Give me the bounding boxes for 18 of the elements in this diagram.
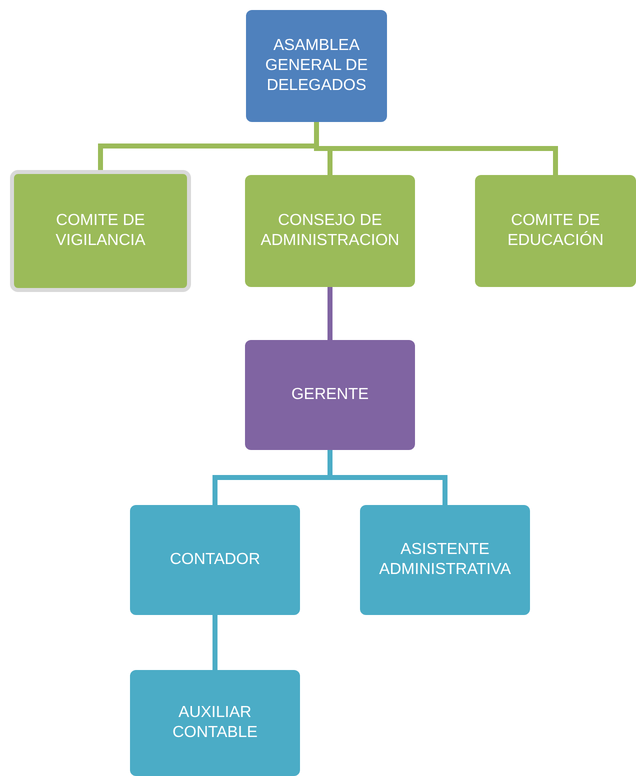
org-box xyxy=(245,175,415,287)
org-box xyxy=(245,340,415,450)
connector-line xyxy=(212,615,218,670)
box-label: ASISTENTE ADMINISTRATIVA xyxy=(378,540,512,580)
org-box xyxy=(360,505,530,615)
box-label: COMITE DE EDUCACIÓN xyxy=(506,211,604,251)
org-box xyxy=(10,170,191,292)
org-box xyxy=(475,175,636,287)
org-box xyxy=(130,505,300,615)
box-label: COMITE DE VIGILANCIA xyxy=(54,211,146,251)
org-box xyxy=(130,670,300,776)
box-label: GERENTE xyxy=(291,385,369,405)
box-label: AUXILIAR CONTABLE xyxy=(171,703,259,743)
box-label: ASAMBLEA GENERAL DE DELEGADOS xyxy=(264,36,369,96)
connector-line xyxy=(328,287,332,340)
org-box xyxy=(246,10,387,122)
box-label: CONTADOR xyxy=(170,550,260,570)
box-label: CONSEJO DE ADMINISTRACION xyxy=(260,211,400,251)
